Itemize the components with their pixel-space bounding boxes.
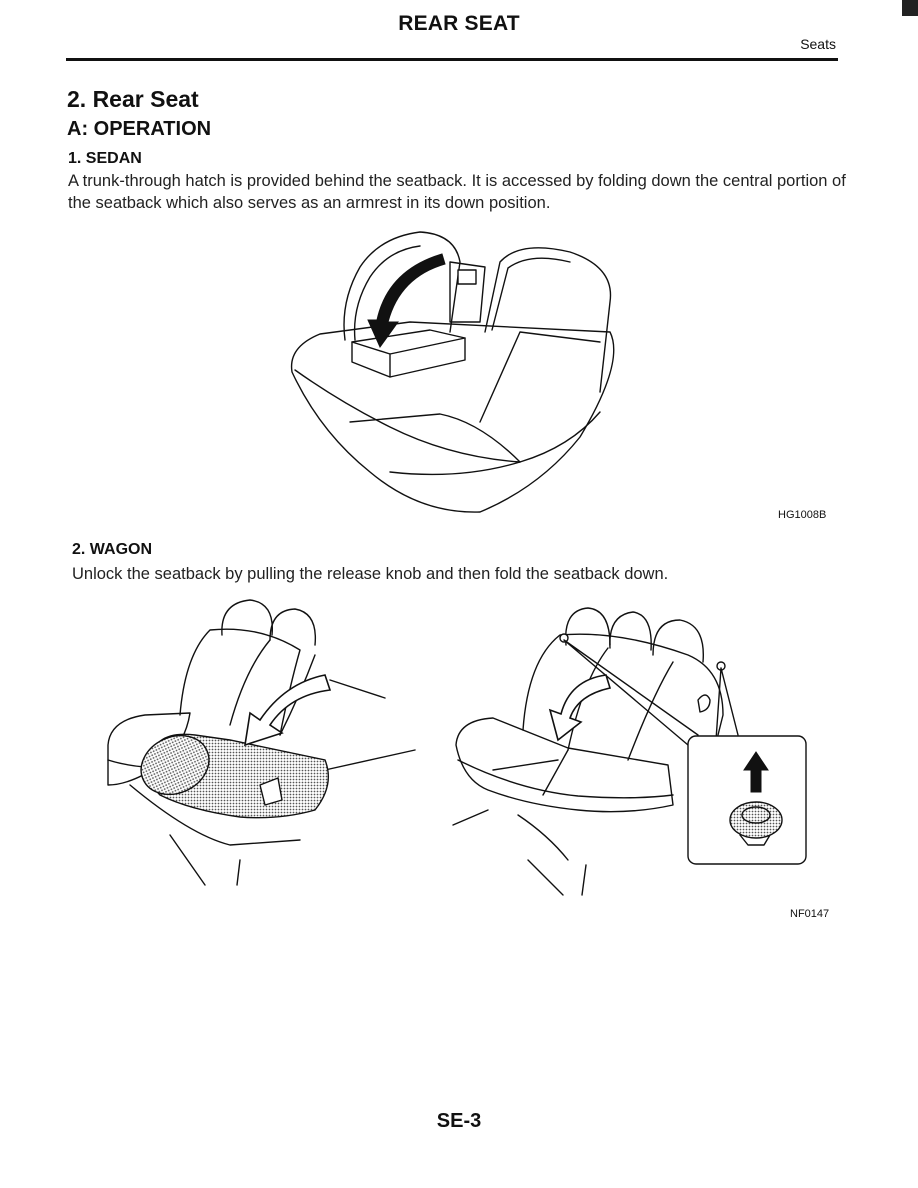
wagon-seat-release-knob-illustration: [452, 607, 807, 896]
wagon-seat-folded-illustration: [107, 599, 416, 886]
page-header-title: REAR SEAT: [398, 12, 520, 35]
figure-id-sedan: HG1008B: [778, 509, 827, 521]
section-title: 2. Rear Seat: [67, 86, 199, 112]
item-text-sedan: A trunk-through hatch is provided behind…: [68, 172, 846, 212]
item-heading-wagon: 2. WAGON: [72, 541, 153, 558]
corner-mark: [902, 0, 918, 16]
item-text-wagon: Unlock the seatback by pulling the relea…: [72, 565, 669, 583]
subsection-title: A: OPERATION: [67, 118, 212, 140]
page-number: SE-3: [436, 1110, 482, 1132]
page-header-section: Seats: [800, 36, 836, 52]
item-heading-sedan: 1. SEDAN: [68, 150, 142, 167]
figure-id-wagon: NF0147: [790, 908, 830, 920]
header-divider: [66, 58, 838, 61]
sedan-rear-seat-illustration: [290, 231, 615, 513]
